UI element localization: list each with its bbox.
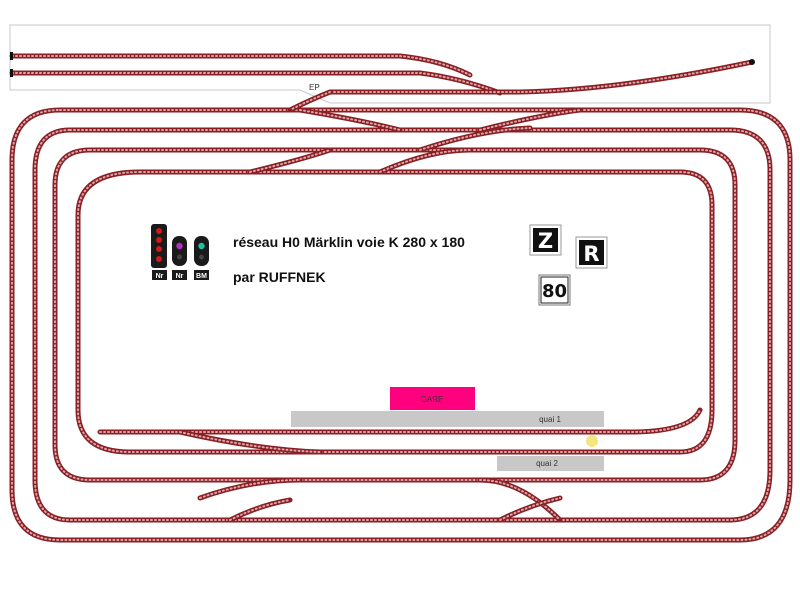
top-cross-5-sleepers (479, 109, 581, 131)
siding-3-sleepers (329, 61, 753, 93)
signal-dwarf-1: Nr (172, 236, 187, 280)
signal-main: Nr (151, 224, 167, 280)
quai-1-label: quai 1 (539, 415, 561, 424)
sign-z-text: Z (538, 229, 553, 253)
signal-dwarf-1-label: Nr (176, 273, 184, 280)
station-crossover-sleepers (179, 431, 321, 453)
buffer-stop-2 (10, 69, 13, 77)
siding-1-sleepers (11, 55, 471, 76)
siding-area-frame (9, 24, 771, 104)
signal-dwarf-2-label: BM (196, 273, 207, 280)
sign-speed-text: 80 (542, 281, 567, 302)
loop-inner-sleepers (77, 171, 713, 453)
siding-3 (327, 59, 755, 95)
signal-main-label: Nr (156, 273, 164, 280)
top-cross-1-sleepers (299, 109, 401, 131)
quai-1-platform (291, 411, 604, 427)
loop-2-sleepers (34, 129, 771, 521)
layout-title: réseau H0 Märklin voie K 280 x 180 (233, 234, 465, 250)
bottom-cross-4-sleepers (499, 497, 561, 521)
gare-building (390, 387, 475, 410)
buffer-stop-1 (10, 52, 13, 60)
top-cross-3-sleepers (379, 149, 471, 173)
signal-dwarf-2: BM (194, 236, 209, 280)
layout-author: par RUFFNEK (233, 269, 326, 285)
sign-speed: 80 (538, 274, 571, 306)
ep-label: EP (309, 83, 320, 92)
signal-group: Nr Nr BM (151, 224, 209, 280)
sign-r-text: R (583, 242, 599, 266)
buffer-stop-3 (749, 59, 755, 65)
top-cross-1 (297, 107, 403, 133)
tracks (9, 52, 793, 543)
yellow-marker (586, 435, 598, 447)
top-cross-2-sleepers (419, 127, 531, 151)
siding-link-sleepers (289, 91, 331, 111)
gare-label: GARE (421, 395, 444, 404)
outer-loop-sleepers (11, 109, 791, 541)
sign-r: R (575, 236, 608, 269)
top-cross-3 (377, 147, 473, 175)
bottom-cross-2 (227, 497, 293, 523)
sign-z: Z (529, 224, 562, 256)
top-cross-4-sleepers (249, 149, 331, 173)
loop-3-sleepers (54, 149, 736, 481)
quai-2-label: quai 2 (536, 459, 558, 468)
station-crossover (177, 429, 323, 455)
bottom-cross-3-sleepers (479, 479, 561, 521)
bottom-cross-2-sleepers (229, 499, 291, 521)
bottom-cross-1-sleepers (199, 479, 301, 499)
bottom-cross-1 (197, 477, 303, 501)
quai-2-platform (497, 456, 604, 471)
loop-2 (32, 127, 773, 523)
station-track-1-sleepers (99, 409, 701, 433)
